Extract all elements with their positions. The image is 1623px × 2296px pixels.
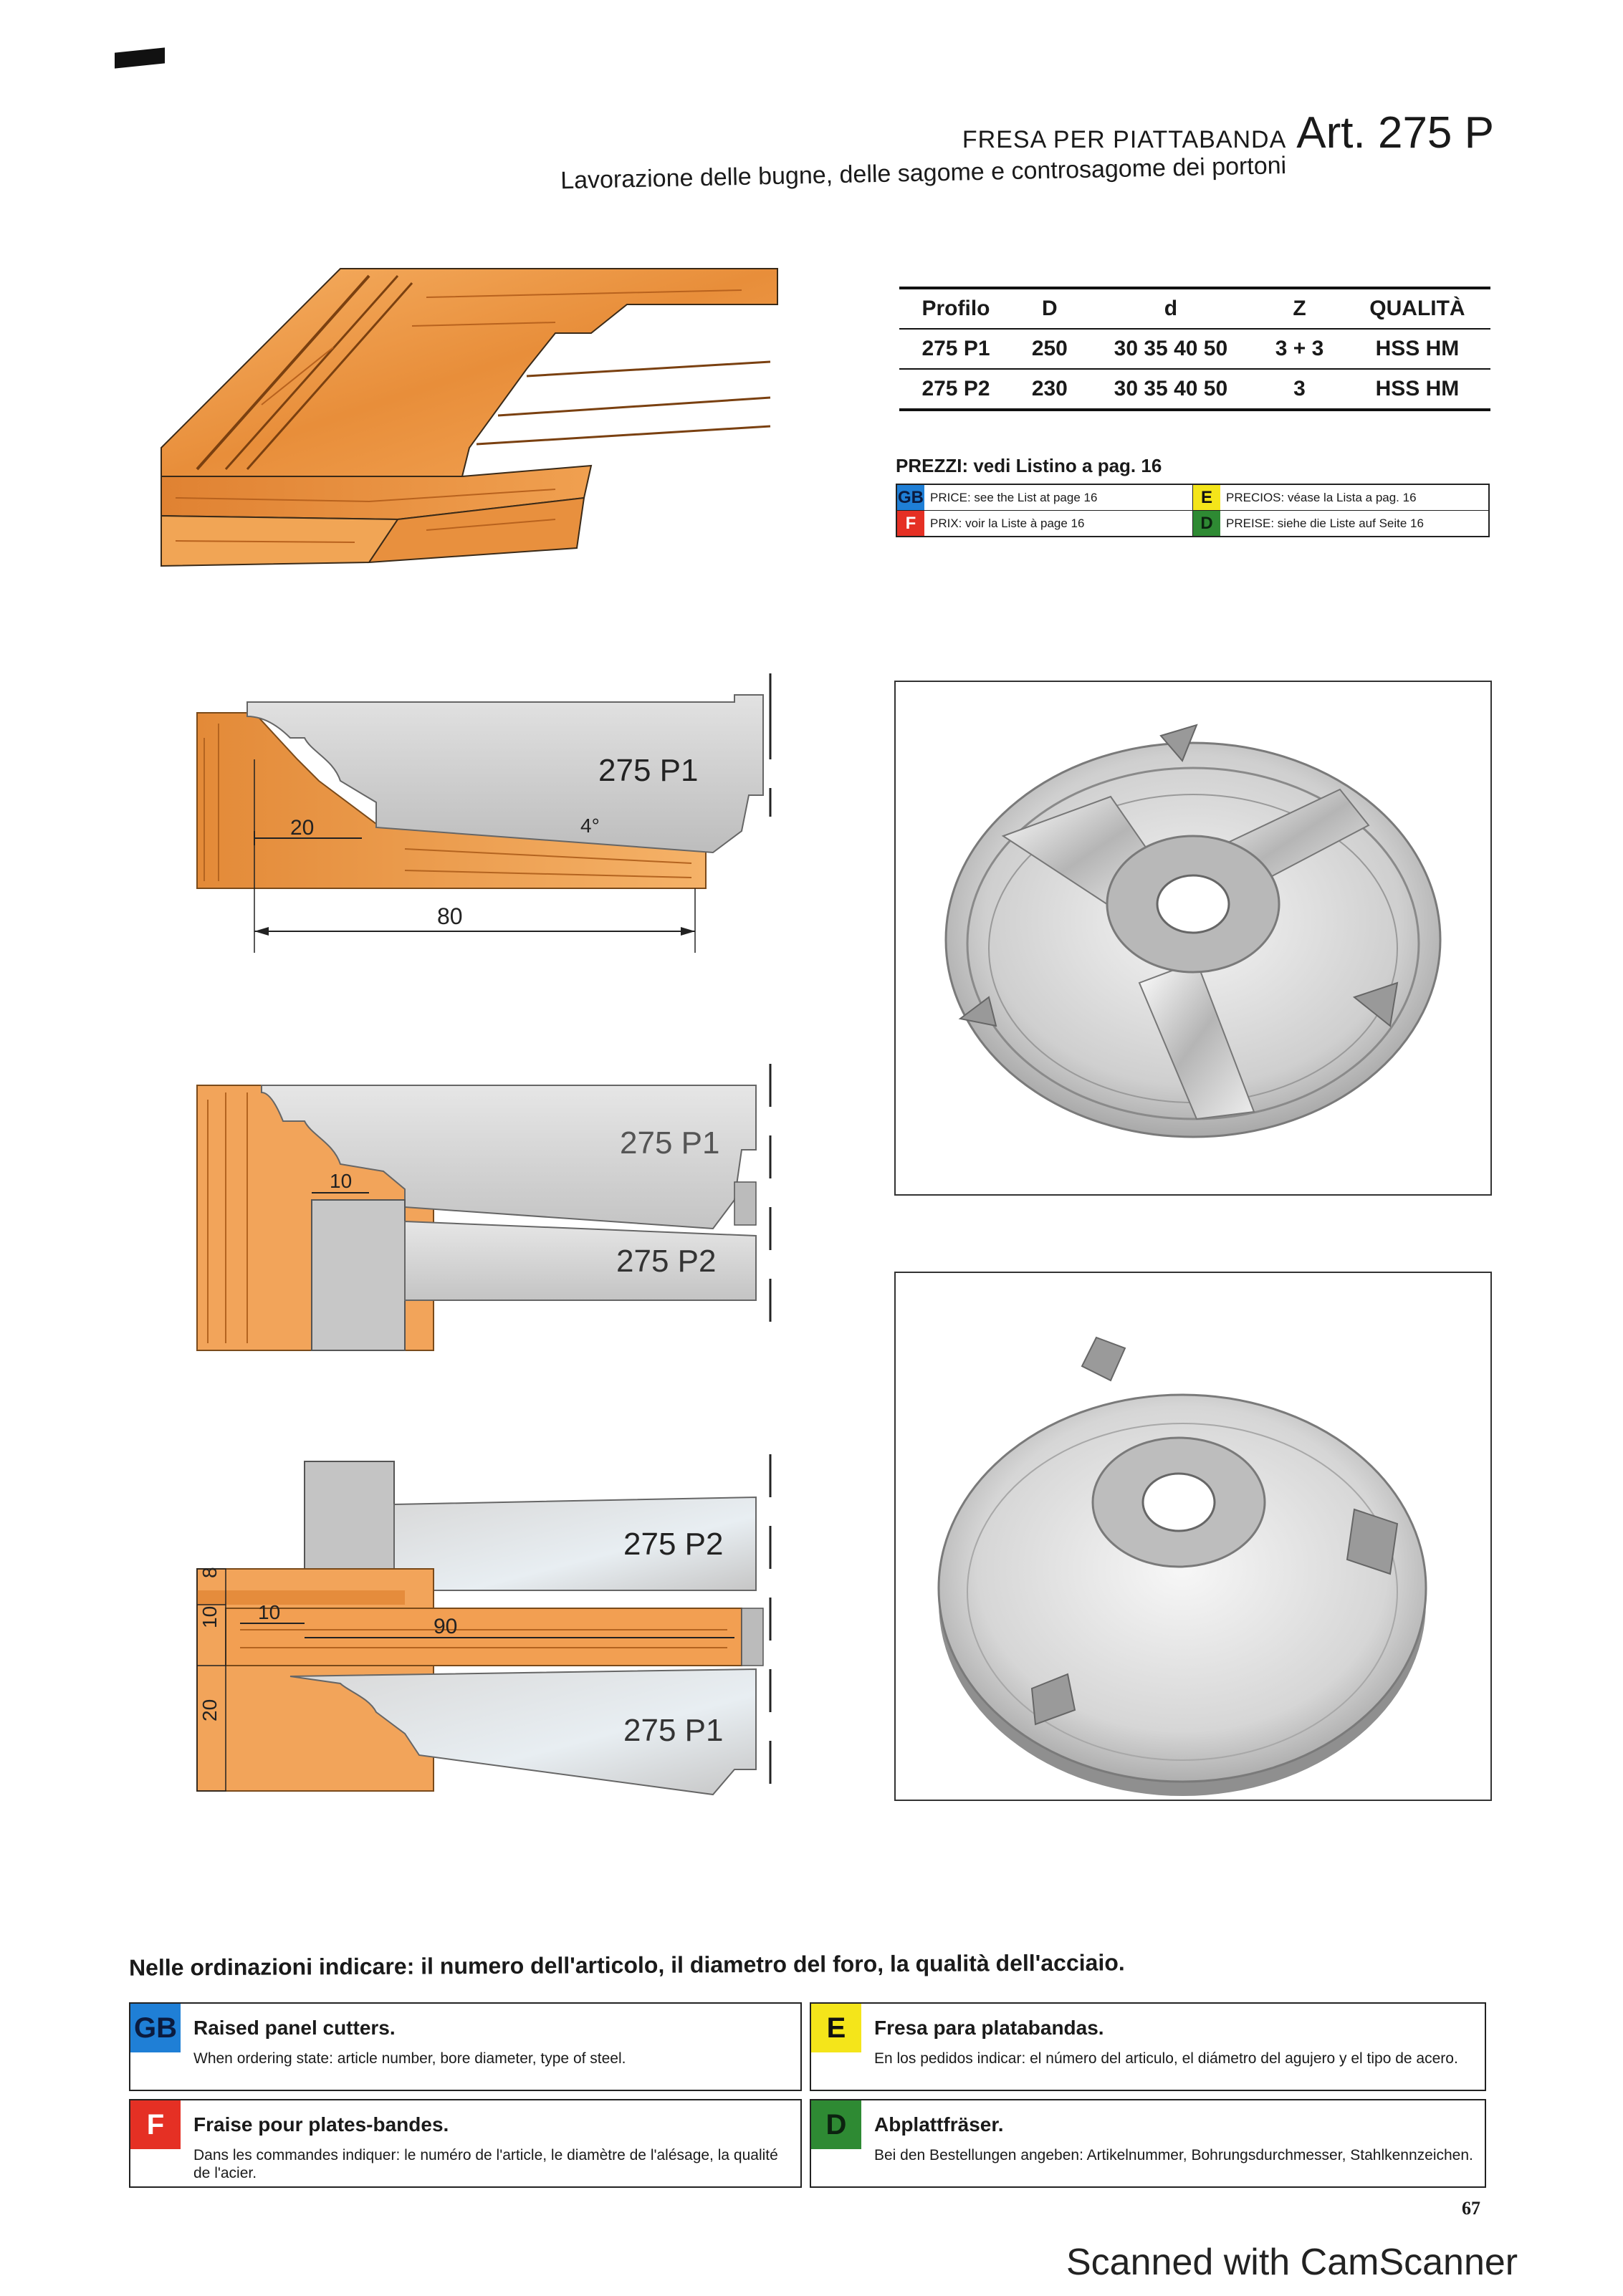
lang-title: Fraise pour plates-bandes. (193, 2113, 449, 2136)
table-row: 275 P1 250 30 35 40 50 3 + 3 HSS HM (899, 329, 1490, 369)
flag-f-icon: F (130, 2100, 181, 2149)
flag-gb-icon: GB (897, 485, 924, 510)
lang-title: Raised panel cutters. (193, 2017, 396, 2039)
spec-table-header: Profilo D d Z QUALITÀ (899, 288, 1490, 329)
diagram3-side-10: 10 (198, 1606, 221, 1628)
cell-D: 250 (1031, 337, 1068, 360)
diagram2-label-p1: 275 P1 (620, 1125, 719, 1161)
cutter-photo-p1 (894, 681, 1492, 1196)
order-instructions: Nelle ordinazioni indicare: il numero de… (128, 1949, 1125, 1981)
cell-Z: 3 + 3 (1275, 337, 1324, 360)
cell-Z: 3 (1293, 377, 1306, 400)
profile-diagram-p1-p2: 275 P1 275 P2 10 (196, 1064, 772, 1351)
lang-text: Dans les commandes indiquer: le numéro d… (193, 2147, 778, 2181)
cell-profilo: 275 P1 (921, 337, 990, 360)
page-number: 67 (1462, 2198, 1480, 2219)
table-row: 275 P2 230 30 35 40 50 3 HSS HM (899, 369, 1490, 410)
wood-panel-illustration (161, 268, 778, 567)
lang-text: When ordering state: article number, bor… (193, 2050, 626, 2067)
diagram3-label-p1: 275 P1 (623, 1713, 723, 1748)
diagram3-dim-90: 90 (434, 1615, 457, 1638)
price-text: PREISE: siehe die Liste auf Seite 16 (1226, 516, 1424, 530)
cutter-p2-image (937, 1336, 1427, 1796)
lang-box-f: F Fraise pour plates-bandes. Dans les co… (129, 2099, 802, 2188)
price-text: PRIX: voir la Liste à page 16 (930, 516, 1085, 530)
flag-gb-icon: GB (130, 2004, 181, 2052)
cell-profilo: 275 P2 (921, 377, 990, 400)
cutter-p1-image (944, 724, 1442, 1138)
col-d: d (1164, 297, 1178, 320)
prices-heading: PREZZI: vedi Listino a pag. 16 (896, 455, 1162, 476)
scanner-watermark: Scanned with CamScanner (1066, 2242, 1518, 2283)
flag-e-icon: E (1193, 485, 1220, 510)
diagram2-dim-10: 10 (330, 1170, 352, 1192)
lang-text: En los pedidos indicar: el número del ar… (874, 2050, 1458, 2067)
diagram2-label-p2: 275 P2 (616, 1244, 716, 1279)
price-entry-d: D PREISE: siehe die Liste auf Seite 16 (1192, 511, 1488, 536)
price-text: PRECIOS: véase la Lista a pag. 16 (1226, 490, 1417, 504)
col-qualita: QUALITÀ (1369, 297, 1465, 320)
cell-qualita: HSS HM (1375, 377, 1460, 400)
price-row: F PRIX: voir la Liste à page 16 D PREISE: … (897, 510, 1488, 536)
price-entry-e: E PRECIOS: véase la Lista a pag. 16 (1192, 485, 1488, 510)
lang-box-gb: GB Raised panel cutters. When ordering s… (129, 2002, 802, 2091)
diagram3-dim-10: 10 (258, 1601, 280, 1623)
cell-d: 30 35 40 50 (1114, 377, 1228, 400)
spec-table: Profilo D d Z QUALITÀ 275 P1 250 30 35 4… (899, 287, 1490, 411)
diagram3-side-8: 8 (198, 1567, 221, 1578)
lang-text: Bei den Bestellungen angeben: Artikelnum… (874, 2147, 1473, 2163)
col-profilo: Profilo (921, 297, 990, 320)
flag-e-icon: E (811, 2004, 861, 2052)
product-line: FRESA PER PIATTABANDA (962, 126, 1287, 153)
lang-title: Fresa para platabandas. (874, 2017, 1104, 2039)
cell-qualita: HSS HM (1375, 337, 1460, 360)
price-text: PRICE: see the List at page 16 (930, 490, 1098, 504)
profile-diagram-p1: 275 P1 4° 20 80 (196, 673, 772, 953)
cell-D: 230 (1031, 377, 1068, 400)
col-D: D (1042, 297, 1058, 320)
article-number: Art. 275 P (1296, 108, 1494, 158)
diagram1-dim-80: 80 (437, 903, 463, 929)
lang-box-d: D Abplattfräser. Bei den Bestellungen an… (810, 2099, 1486, 2188)
lang-title: Abplattfräser. (874, 2113, 1004, 2136)
page-subtitle: Lavorazione delle bugne, delle sagome e … (560, 152, 1287, 195)
diagram3-label-p2: 275 P2 (623, 1527, 723, 1562)
cell-d: 30 35 40 50 (1114, 337, 1228, 360)
scan-corner-mark (115, 47, 165, 69)
flag-f-icon: F (897, 511, 924, 536)
diagram1-dim-20: 20 (290, 816, 314, 840)
lang-box-e: E Fresa para platabandas. En los pedidos… (810, 2002, 1486, 2091)
diagram3-side-20: 20 (198, 1699, 221, 1721)
diagram1-label: 275 P1 (598, 753, 698, 788)
price-entry-gb: GB PRICE: see the List at page 16 (897, 485, 1192, 510)
page-header: FRESA PER PIATTABANDA Art. 275 P (962, 107, 1494, 158)
price-entry-f: F PRIX: voir la Liste à page 16 (897, 511, 1192, 536)
profile-diagram-p2-p1: 8 10 20 10 90 275 P2 275 P1 (196, 1454, 772, 1798)
price-row: GB PRICE: see the List at page 16 E PRECIO… (897, 485, 1488, 510)
flag-d-icon: D (1193, 511, 1220, 536)
price-reference-grid: GB PRICE: see the List at page 16 E PRECIO… (896, 484, 1490, 537)
diagram1-angle: 4° (580, 815, 600, 837)
col-Z: Z (1293, 297, 1306, 320)
cutter-photo-p2 (894, 1272, 1492, 1801)
flag-d-icon: D (811, 2100, 861, 2149)
